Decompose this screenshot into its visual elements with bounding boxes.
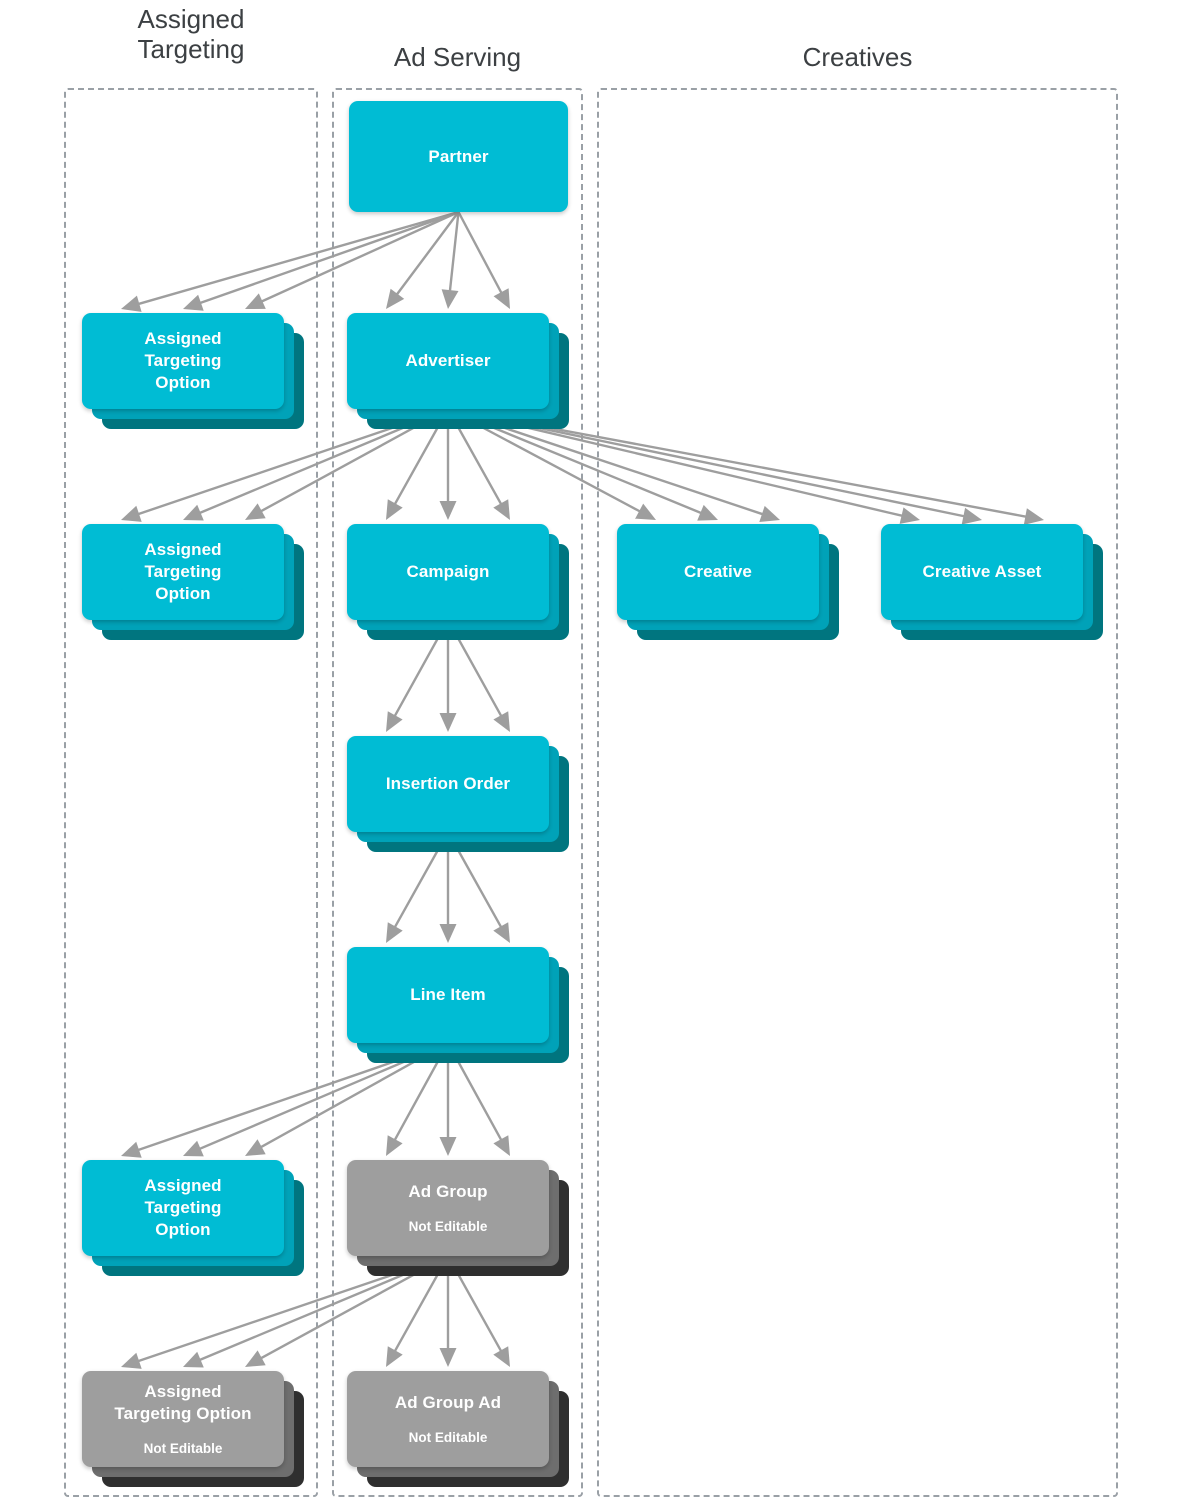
node-insertion-order[interactable]: Insertion Order	[347, 736, 569, 852]
node-title: Ad Group	[408, 1182, 488, 1201]
group-container-creatives	[597, 88, 1118, 1497]
column-title-assigned-targeting: Assigned Targeting	[137, 4, 245, 64]
node-title: Creative Asset	[922, 562, 1042, 581]
node-creative[interactable]: Creative	[617, 524, 839, 640]
node-title: Campaign	[406, 562, 490, 581]
node-title: Insertion Order	[385, 774, 511, 793]
node-advertiser[interactable]: Advertiser	[347, 313, 569, 429]
node-subtitle: Not Editable	[408, 1430, 488, 1445]
node-title: Partner	[428, 146, 489, 166]
node-title: Creative	[684, 562, 752, 581]
group-container-assigned-targeting	[64, 88, 318, 1497]
node-line-item[interactable]: Line Item	[347, 947, 569, 1063]
node-title: Advertiser	[405, 351, 491, 370]
node-card-advertiser[interactable]: Advertiser	[347, 313, 549, 409]
node-card-campaign[interactable]: Campaign	[347, 524, 549, 620]
node-campaign[interactable]: Campaign	[347, 524, 569, 640]
column-title-creatives: Creatives	[802, 42, 913, 72]
node-card-ad-group-ad[interactable]: Ad Group Ad Not Editable	[347, 1371, 549, 1467]
node-card-creative[interactable]: Creative	[617, 524, 819, 620]
node-card-partner[interactable]: Partner	[349, 101, 568, 212]
node-creative-asset[interactable]: Creative Asset	[881, 524, 1103, 640]
node-card-insertion-order[interactable]: Insertion Order	[347, 736, 549, 832]
node-card-creative-asset[interactable]: Creative Asset	[881, 524, 1083, 620]
node-ad-group-ad[interactable]: Ad Group Ad Not Editable	[347, 1371, 569, 1487]
node-partner[interactable]: Partner	[349, 101, 568, 212]
column-title-ad-serving: Ad Serving	[393, 42, 522, 72]
node-title: Ad Group Ad	[394, 1393, 502, 1412]
node-subtitle: Not Editable	[143, 1441, 223, 1456]
node-subtitle: Not Editable	[408, 1219, 488, 1234]
group-container-ad-serving	[332, 88, 583, 1497]
node-card-line-item[interactable]: Line Item	[347, 947, 549, 1043]
node-title: Line Item	[410, 985, 486, 1004]
